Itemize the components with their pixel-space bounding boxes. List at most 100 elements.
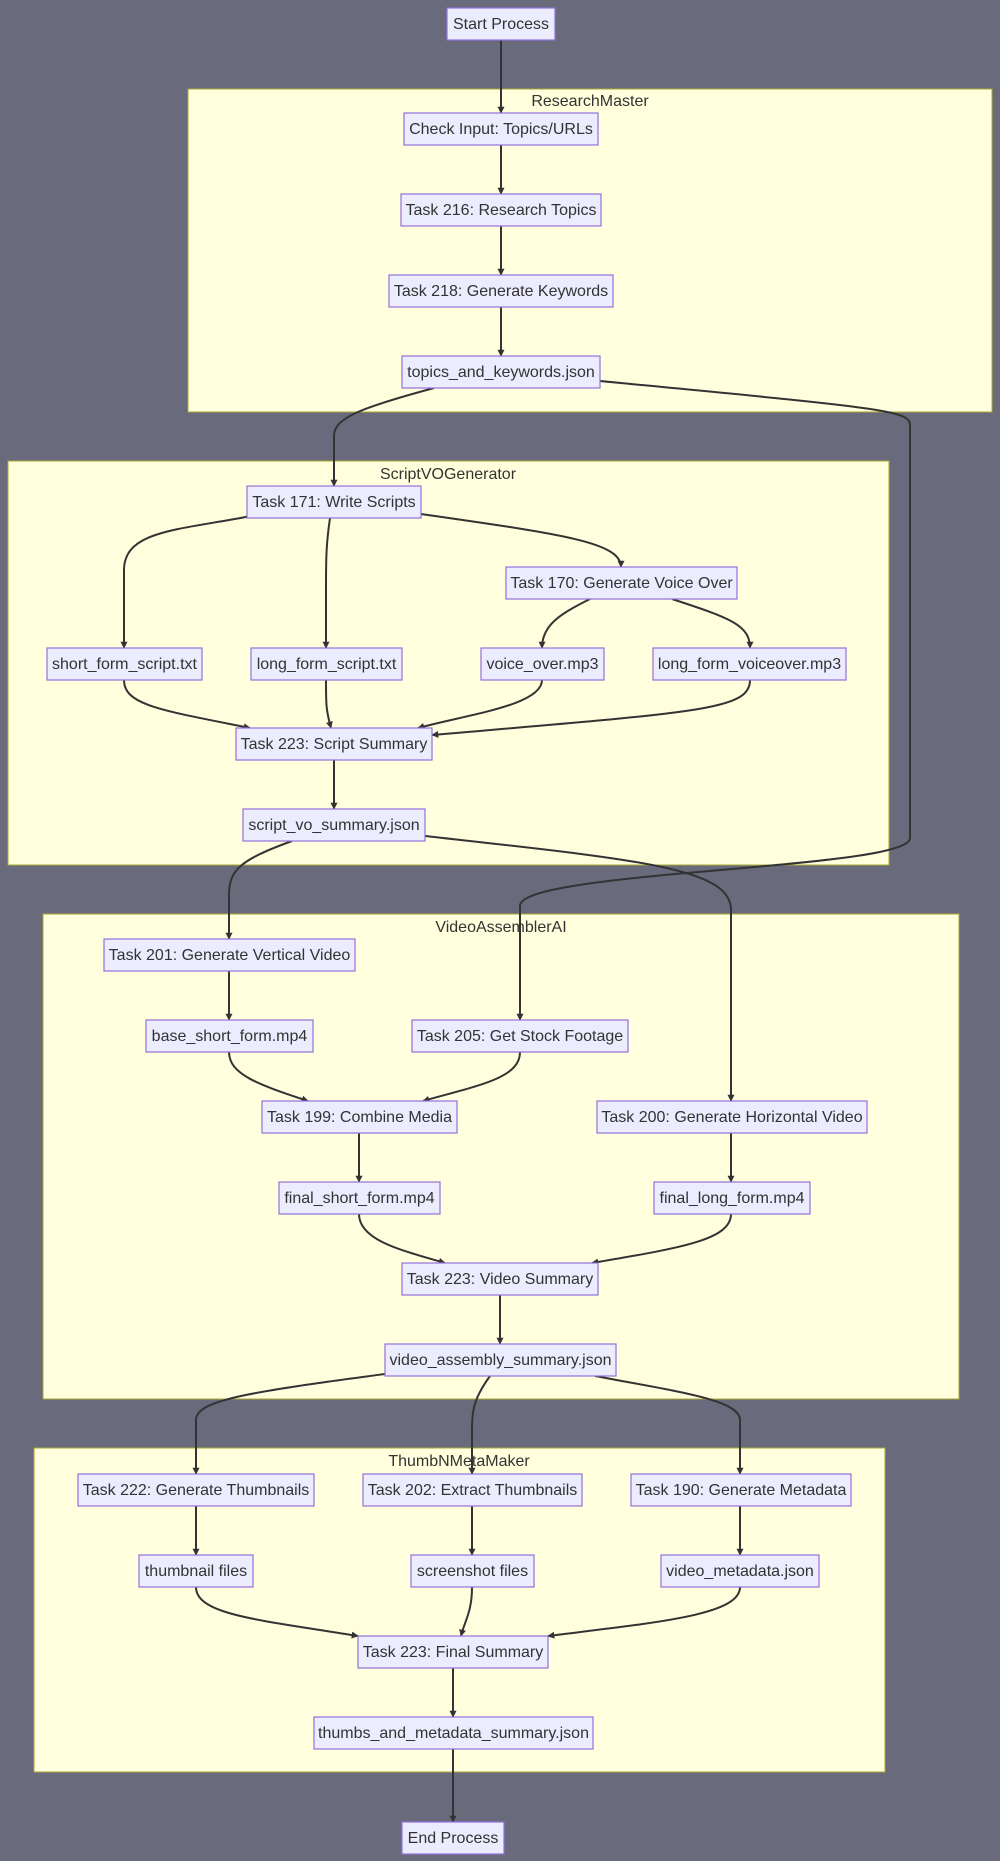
node-bsf[interactable]: base_short_form.mp4 (145, 1019, 314, 1053)
node-box[interactable] (278, 1181, 441, 1215)
node-label: Task 200: Generate Horizontal Video (601, 1109, 862, 1126)
node-scf[interactable]: screenshot files (410, 1554, 535, 1588)
node-tmjson[interactable]: thumbs_and_metadata_summary.json (313, 1716, 594, 1750)
node-box[interactable] (261, 1100, 458, 1134)
node-label: final_long_form.mp4 (660, 1190, 805, 1207)
edge-vo-t223s (417, 679, 543, 730)
node-t202[interactable]: Task 202: Extract Thumbnails (362, 1473, 583, 1507)
node-box[interactable] (250, 647, 403, 681)
node-thf[interactable]: thumbnail files (138, 1554, 254, 1588)
node-label: Task 222: Generate Thumbnails (83, 1482, 310, 1499)
node-t223f[interactable]: Task 223: Final Summary (357, 1635, 549, 1669)
node-label: Task 201: Generate Vertical Video (109, 947, 351, 964)
cluster-label: ResearchMaster (531, 93, 649, 110)
node-box[interactable] (384, 1343, 617, 1377)
edge-svjson-t201 (225, 840, 293, 940)
node-box[interactable] (401, 1262, 599, 1296)
node-label: Task 205: Get Stock Footage (417, 1028, 623, 1045)
node-box[interactable] (596, 1100, 868, 1134)
node-box[interactable] (46, 647, 203, 681)
node-label: Check Input: Topics/URLs (409, 121, 593, 138)
node-box[interactable] (242, 808, 426, 842)
node-t222[interactable]: Task 222: Generate Thumbnails (77, 1473, 315, 1507)
node-label: long_form_voiceover.mp3 (658, 656, 841, 673)
node-box[interactable] (410, 1554, 535, 1588)
node-box[interactable] (411, 1019, 629, 1053)
node-box[interactable] (660, 1554, 820, 1588)
node-label: long_form_script.txt (257, 656, 397, 673)
node-box[interactable] (388, 274, 614, 308)
node-t218[interactable]: Task 218: Generate Keywords (388, 274, 614, 308)
node-box[interactable] (446, 7, 556, 41)
node-svjson[interactable]: script_vo_summary.json (242, 808, 426, 842)
node-t216[interactable]: Task 216: Research Topics (400, 193, 602, 227)
node-box[interactable] (138, 1554, 254, 1588)
node-box[interactable] (313, 1716, 594, 1750)
node-start[interactable]: Start Process (446, 7, 556, 41)
node-label: Task 171: Write Scripts (252, 494, 415, 511)
node-box[interactable] (246, 485, 422, 519)
edge-lfs-t223s (325, 679, 333, 729)
node-fsf[interactable]: final_short_form.mp4 (278, 1181, 441, 1215)
node-label: Task 199: Combine Media (267, 1109, 452, 1126)
node-box[interactable] (403, 112, 599, 146)
node-box[interactable] (400, 193, 602, 227)
cluster-label: ThumbNMetaMaker (388, 1453, 530, 1470)
node-label: Task 190: Generate Metadata (636, 1482, 847, 1499)
edge-vajson-t190 (594, 1375, 744, 1475)
node-box[interactable] (145, 1019, 314, 1053)
node-label: base_short_form.mp4 (152, 1028, 308, 1045)
node-end[interactable]: End Process (401, 1821, 505, 1855)
node-box[interactable] (630, 1473, 852, 1507)
node-label: Task 223: Video Summary (407, 1271, 593, 1288)
node-box[interactable] (653, 1181, 811, 1215)
edge-sfs-t223s (123, 679, 251, 731)
node-t170[interactable]: Task 170: Generate Voice Over (505, 566, 738, 600)
node-box[interactable] (77, 1473, 315, 1507)
edges-layer (120, 40, 911, 1823)
node-box[interactable] (401, 1821, 505, 1855)
node-box[interactable] (505, 566, 738, 600)
node-sfs[interactable]: short_form_script.txt (46, 647, 203, 681)
node-label: thumbs_and_metadata_summary.json (318, 1725, 589, 1742)
node-t199[interactable]: Task 199: Combine Media (261, 1100, 458, 1134)
node-label: voice_over.mp3 (486, 656, 598, 673)
edge-tkjson-t171 (330, 387, 435, 487)
node-t223s[interactable]: Task 223: Script Summary (235, 727, 433, 761)
edge-scf-t223f (459, 1586, 473, 1637)
node-lfvo[interactable]: long_form_voiceover.mp3 (652, 647, 847, 681)
cluster-label: VideoAssemblerAI (435, 919, 566, 936)
node-t171[interactable]: Task 171: Write Scripts (246, 485, 422, 519)
node-box[interactable] (362, 1473, 583, 1507)
edge-tkjson-t205 (516, 380, 911, 1021)
node-t201[interactable]: Task 201: Generate Vertical Video (103, 938, 356, 972)
node-box[interactable] (103, 938, 356, 972)
node-label: End Process (408, 1830, 499, 1847)
node-box[interactable] (235, 727, 433, 761)
node-t190[interactable]: Task 190: Generate Metadata (630, 1473, 852, 1507)
node-label: Task 218: Generate Keywords (394, 283, 608, 300)
node-label: script_vo_summary.json (248, 817, 419, 834)
node-label: Task 223: Final Summary (363, 1644, 544, 1661)
edge-t171-lfs (322, 517, 331, 649)
edge-flf-t223v (591, 1213, 732, 1266)
node-label: screenshot files (417, 1563, 528, 1580)
node-t200[interactable]: Task 200: Generate Horizontal Video (596, 1100, 868, 1134)
node-vo[interactable]: voice_over.mp3 (480, 647, 605, 681)
node-box[interactable] (480, 647, 605, 681)
node-flf[interactable]: final_long_form.mp4 (653, 1181, 811, 1215)
node-lfs[interactable]: long_form_script.txt (250, 647, 403, 681)
edge-lfvo-t223s (431, 679, 751, 738)
node-t223v[interactable]: Task 223: Video Summary (401, 1262, 599, 1296)
node-box[interactable] (357, 1635, 549, 1669)
node-box[interactable] (401, 355, 601, 389)
node-t205[interactable]: Task 205: Get Stock Footage (411, 1019, 629, 1053)
node-label: final_short_form.mp4 (284, 1190, 434, 1207)
node-label: Task 202: Extract Thumbnails (368, 1482, 578, 1499)
node-box[interactable] (652, 647, 847, 681)
node-vajson[interactable]: video_assembly_summary.json (384, 1343, 617, 1377)
node-vmjson[interactable]: video_metadata.json (660, 1554, 820, 1588)
node-check[interactable]: Check Input: Topics/URLs (403, 112, 599, 146)
node-tkjson[interactable]: topics_and_keywords.json (401, 355, 601, 389)
